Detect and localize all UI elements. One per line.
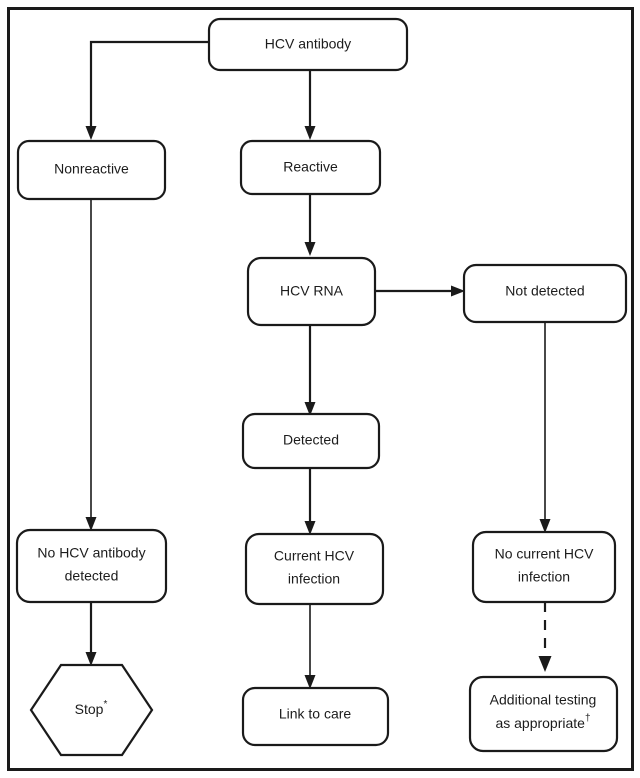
figure-border: [7, 7, 634, 771]
edge-no-current-hcv-infection-to-additional-testing: [538, 602, 552, 672]
arrowhead-icon: [304, 242, 316, 256]
node-no-current-hcv-infection-shape: [471, 530, 617, 604]
node-link-to-care-shape: [241, 686, 390, 747]
arrowhead-icon: [451, 285, 465, 297]
node-additional-testing-shape: [468, 675, 619, 753]
node-no-hcv-antibody-detected[interactable]: No HCV antibody detected: [15, 528, 168, 604]
edge-hcv-rna-to-not-detected: [375, 285, 465, 297]
arrowhead-icon: [538, 656, 552, 672]
node-nonreactive-label: Nonreactive: [54, 161, 129, 177]
arrowhead-icon: [304, 521, 316, 535]
node-reactive-shape: [239, 139, 382, 196]
node-detected-shape: [241, 412, 381, 470]
node-hcv-rna-shape: [246, 256, 377, 327]
edge-hcv-antibody-to-nonreactive: [85, 40, 209, 140]
node-no-hcv-antibody-detected-label-line1: No HCV antibody: [37, 545, 145, 561]
arrowhead-icon: [304, 402, 316, 416]
node-hcv-rna[interactable]: HCV RNA: [246, 256, 377, 327]
arrowhead-icon: [85, 517, 97, 531]
node-hcv-rna-label: HCV RNA: [280, 283, 344, 299]
node-stop-label-text: Stop: [75, 701, 104, 717]
node-nonreactive-shape: [16, 139, 167, 201]
node-no-current-hcv-infection-label-line2: infection: [518, 569, 570, 585]
node-hcv-antibody-label: HCV antibody: [265, 36, 351, 52]
node-stop[interactable]: Stop*: [29, 663, 154, 757]
node-stop-label: Stop*: [75, 699, 108, 717]
node-additional-testing[interactable]: Additional testing as appropriate†: [468, 675, 619, 753]
edge-not-detected-to-no-current-hcv-infection: [539, 322, 551, 533]
node-stop-footnote-marker: *: [103, 699, 107, 710]
node-link-to-care[interactable]: Link to care: [241, 686, 390, 747]
arrowhead-icon: [85, 652, 97, 666]
node-nonreactive[interactable]: Nonreactive: [16, 139, 167, 201]
arrowhead-icon: [304, 126, 316, 140]
node-detected[interactable]: Detected: [241, 412, 381, 470]
edge-no-hcv-antibody-detected-to-stop: [85, 602, 97, 666]
node-no-hcv-antibody-detected-label-line2: detected: [65, 568, 119, 584]
node-additional-testing-footnote-marker: †: [585, 713, 591, 724]
node-additional-testing-label-line1: Additional testing: [490, 692, 597, 708]
node-current-hcv-infection-label-line2: infection: [288, 571, 340, 587]
node-reactive[interactable]: Reactive: [239, 139, 382, 196]
node-link-to-care-label: Link to care: [279, 706, 352, 722]
edge-current-hcv-infection-to-link-to-care: [304, 604, 316, 689]
edge-reactive-to-hcv-rna: [304, 194, 316, 256]
node-not-detected-shape: [462, 263, 628, 324]
node-current-hcv-infection[interactable]: Current HCV infection: [244, 532, 385, 606]
node-additional-testing-label-line2: as appropriate†: [495, 713, 590, 731]
node-current-hcv-infection-shape: [244, 532, 385, 606]
node-reactive-label: Reactive: [283, 159, 338, 175]
arrowhead-icon: [85, 126, 97, 140]
edge-hcv-antibody-to-reactive: [304, 70, 316, 140]
node-current-hcv-infection-label-line1: Current HCV: [274, 548, 355, 564]
node-not-detected[interactable]: Not detected: [462, 263, 628, 324]
node-detected-label: Detected: [283, 432, 339, 448]
node-hcv-antibody-shape: [207, 17, 409, 72]
node-stop-shape: [29, 663, 154, 757]
arrowhead-icon: [539, 519, 551, 533]
node-not-detected-label: Not detected: [505, 283, 584, 299]
arrowhead-icon: [304, 675, 316, 689]
edge-nonreactive-to-no-hcv-antibody-detected: [85, 199, 97, 531]
node-hcv-antibody[interactable]: HCV antibody: [207, 17, 409, 72]
node-no-current-hcv-infection[interactable]: No current HCV infection: [471, 530, 617, 604]
node-no-current-hcv-infection-label-line1: No current HCV: [495, 546, 594, 562]
edge-hcv-rna-to-detected: [304, 325, 316, 416]
edge-detected-to-current-hcv-infection: [304, 468, 316, 535]
node-additional-testing-label-line2-text: as appropriate: [495, 715, 585, 731]
node-no-hcv-antibody-detected-shape: [15, 528, 168, 604]
